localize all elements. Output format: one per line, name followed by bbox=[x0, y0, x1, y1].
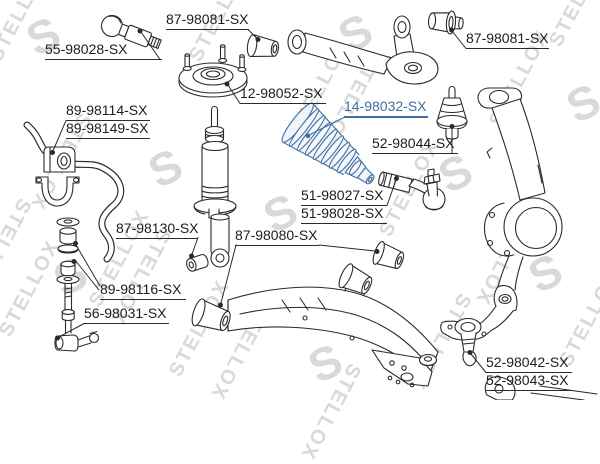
lower-arm-bushing-rear bbox=[338, 263, 373, 295]
upper-ball-joint bbox=[436, 85, 468, 140]
part-label-52-98044-sx[interactable]: 52-98044-SX bbox=[372, 136, 458, 154]
shock-absorber-bushing bbox=[186, 253, 209, 272]
part-label-89-98114-sx[interactable]: 89-98114-SX bbox=[66, 103, 150, 121]
part-label-52-98042-sx[interactable]: 52-98042-SX bbox=[486, 355, 572, 373]
part-label-51-98028-sx[interactable]: 51-98028-SX bbox=[301, 206, 387, 224]
upper-control-arm bbox=[287, 15, 439, 85]
part-label-51-98027-sx[interactable]: 51-98027-SX bbox=[301, 188, 387, 206]
part-label-12-98052-sx[interactable]: 12-98052-SX bbox=[240, 86, 326, 104]
grommet-washer bbox=[418, 353, 438, 367]
lower-arm-bushing-front bbox=[191, 298, 231, 332]
lower-control-arm bbox=[227, 273, 439, 388]
part-label-89-98149-sx[interactable]: 89-98149-SX bbox=[66, 121, 150, 139]
part-label-89-98116-sx[interactable]: 89-98116-SX bbox=[100, 282, 186, 300]
part-label-52-98043-sx[interactable]: 52-98043-SX bbox=[486, 373, 572, 391]
diagram-line-art bbox=[23, 10, 598, 400]
part-label-87-98081-sx-right[interactable]: 87-98081-SX bbox=[466, 31, 549, 49]
leader-line-highlighted bbox=[305, 116, 345, 139]
stabilizer-bar-bracket bbox=[35, 176, 80, 207]
steering-rack-boot bbox=[281, 102, 375, 185]
part-label-56-98031-sx[interactable]: 56-98031-SX bbox=[84, 306, 169, 324]
upper-arm-bushing-right bbox=[427, 10, 464, 35]
shock-absorber bbox=[193, 105, 237, 268]
strut-mount bbox=[178, 44, 248, 98]
lower-arm-bushing-spare bbox=[372, 240, 405, 270]
part-label-87-98081-sx-top[interactable]: 87-98081-SX bbox=[166, 12, 249, 30]
stabilizer-bar-bushing bbox=[43, 146, 76, 173]
upper-arm-bushing-left bbox=[246, 34, 280, 58]
stabilizer-link bbox=[54, 330, 100, 352]
part-label-55-98028-sx[interactable]: 55-98028-SX bbox=[45, 42, 162, 60]
part-label-14-98032-sx-selected[interactable]: 14-98032-SX bbox=[344, 99, 428, 118]
part-label-87-98080-sx[interactable]: 87-98080-SX bbox=[235, 228, 319, 246]
tie-rod-end bbox=[378, 168, 446, 211]
steering-knuckle bbox=[477, 87, 598, 400]
stabilizer-link-hardware bbox=[56, 217, 80, 334]
part-label-87-98130-sx[interactable]: 87-98130-SX bbox=[116, 221, 199, 239]
lower-ball-joint bbox=[440, 285, 518, 367]
leader-lines bbox=[50, 27, 487, 373]
